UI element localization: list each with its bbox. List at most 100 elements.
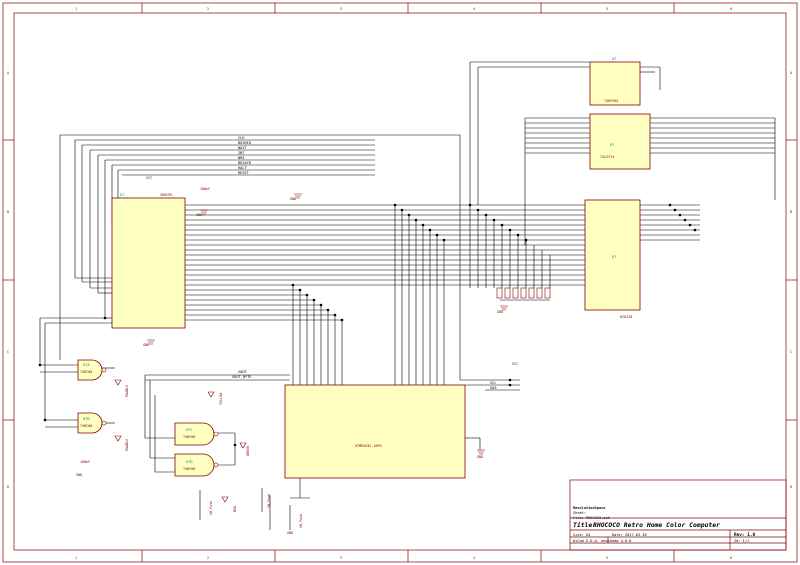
- col-label-3-bottom: 3: [340, 556, 342, 560]
- u8-value: 628128: [620, 315, 632, 319]
- mcu-atmega32[interactable]: ATMEGA32-16PU: [284, 384, 466, 479]
- power-symbols: GND GND GND GND GND GND GND VCC VCC 100n…: [76, 176, 518, 535]
- row-label-d: D: [7, 485, 9, 489]
- u8-628128[interactable]: U? 628128: [584, 199, 641, 319]
- wires: [39, 61, 776, 530]
- col-label-3: 3: [340, 7, 342, 11]
- tb-date: Date: 2017-03-30: [612, 533, 647, 537]
- mcu-value: ATMEGA32-16PU: [355, 444, 382, 448]
- row-label-b: B: [7, 210, 9, 214]
- col-label-2-bottom: 2: [207, 556, 209, 560]
- u6b-nand[interactable]: U?B 74HC00: [77, 412, 107, 434]
- led-enable-label-1: ENABLE: [125, 385, 129, 397]
- net-label-vout-byte: VOUT_BYTE: [232, 375, 251, 379]
- u2-z80cpu[interactable]: U? Z80CPU: [111, 193, 186, 329]
- col-label-5-bottom: 5: [606, 556, 608, 560]
- gnd-label-7: GND: [287, 531, 293, 535]
- sw-push-1[interactable]: SW_Push: [199, 490, 213, 520]
- net-label-vout: VOUT: [238, 370, 247, 374]
- sw-push-2[interactable]: SW_Push: [261, 488, 271, 512]
- u7-value: 74HC595: [604, 99, 618, 103]
- gnd-label-6: GND: [477, 455, 483, 459]
- u6a-ref: U?A: [83, 363, 90, 367]
- tb-kicad: KiCad E.D.A. eeschema 4.0.6: [573, 539, 631, 543]
- led-enable-1: ENABLE: [114, 379, 129, 397]
- gnd-label-3: GND: [497, 310, 503, 314]
- net-label-int: INT: [238, 151, 245, 155]
- led-enable-2: ENABLE: [114, 435, 129, 451]
- junctions: [38, 203, 697, 447]
- led-enable-label-2: ENABLE: [125, 439, 129, 451]
- led-green: GREEN: [239, 442, 250, 456]
- u4-74ls374[interactable]: U? 74LS374: [589, 113, 651, 170]
- resistor-network[interactable]: [496, 287, 551, 299]
- sw-push-2-label: SW_Push: [267, 494, 271, 508]
- u6c-ref: U?C: [186, 428, 193, 432]
- col-label-4-bottom: 4: [473, 556, 475, 560]
- u6b-ref: U?B: [83, 417, 90, 421]
- tb-size: Size: A3: [573, 533, 590, 537]
- net-label-nmi: NMI: [238, 156, 245, 160]
- gnd-label-1: GND: [196, 213, 202, 217]
- row-label-a: A: [7, 71, 9, 75]
- led-green-label: GREEN: [246, 446, 250, 456]
- u7-ref: U7: [612, 57, 616, 61]
- tb-title: RHOCOCO Retro Home Color Computer: [593, 521, 720, 529]
- row-label-d-right: D: [790, 485, 792, 489]
- net-label-clk: CLK: [238, 136, 245, 140]
- u6c-nand[interactable]: U?C 74HC00: [174, 422, 219, 446]
- u2-value: Z80CPU: [160, 193, 172, 197]
- tb-rev: Rev: 1.0: [734, 532, 756, 538]
- net-label-reset: RESET: [238, 171, 250, 175]
- net-label-scl: SCL: [490, 381, 497, 385]
- col-label-6: 6: [730, 7, 732, 11]
- col-label-5: 5: [606, 7, 608, 11]
- tb-file: File: RHOCOCO.sch: [573, 516, 610, 520]
- u4-ref: U?: [610, 143, 614, 147]
- cap-label-2: 100nF: [80, 460, 90, 464]
- sw-push-3[interactable]: SW_Push: [289, 505, 303, 530]
- gnd-label-4: GND: [143, 343, 149, 347]
- col-label-2: 2: [207, 7, 209, 11]
- u4-value: 74LS374: [600, 155, 614, 159]
- u6d-ref: U?D: [186, 460, 193, 464]
- row-label-c-right: C: [790, 350, 792, 354]
- u2-ref: U?: [120, 193, 124, 197]
- col-label-4: 4: [473, 7, 475, 11]
- col-label-1-bottom: 1: [75, 556, 77, 560]
- tb-company: RevolutionSpace: [573, 506, 606, 510]
- net-label-sda: SDA: [490, 386, 497, 390]
- led-red-label: RED: [233, 506, 237, 512]
- u6a-nand[interactable]: U?A 74HC00: [77, 359, 107, 381]
- row-label-c: C: [7, 350, 9, 354]
- u6c-value: 74HC00: [183, 435, 195, 439]
- vcc-label-1: VCC: [146, 176, 152, 180]
- vcc-label-2: VCC: [512, 362, 518, 366]
- tb-id: Id: 1/1: [734, 539, 749, 543]
- u6a-value: 74HC00: [80, 370, 92, 374]
- net-label-busack: BUSACK: [238, 161, 252, 165]
- cap-label-1: 100nF: [200, 187, 210, 191]
- tb-title-label: Title:: [573, 521, 596, 529]
- net-label-halt: HALT: [238, 166, 247, 170]
- net-label-wait: WAIT: [238, 146, 247, 150]
- col-label-1: 1: [75, 7, 77, 11]
- row-label-a-right: A: [790, 71, 792, 75]
- sw-push-3-label: SW_Push: [299, 514, 303, 528]
- u6b-value: 74HC00: [80, 424, 92, 428]
- u6d-value: 74HC00: [183, 467, 195, 471]
- title-block: RevolutionSpace Sheet: File: RHOCOCO.sch…: [569, 479, 787, 551]
- led-red: RED: [221, 496, 237, 512]
- gnd-label-2: GND: [290, 197, 296, 201]
- led-yellow-label: YELLOW: [219, 392, 223, 405]
- row-label-b-right: B: [790, 210, 792, 214]
- led-yellow: YELLOW: [207, 391, 223, 405]
- sw-push-1-label: SW_Push: [209, 501, 213, 515]
- u6d-nand[interactable]: U?D 74HC00: [174, 453, 219, 477]
- gnd-label-5: GND: [76, 473, 82, 477]
- col-label-6-bottom: 6: [730, 556, 732, 560]
- net-label-busreq: BUSREQ: [238, 141, 251, 145]
- u7-74hc595[interactable]: U7 74HC595: [589, 57, 641, 106]
